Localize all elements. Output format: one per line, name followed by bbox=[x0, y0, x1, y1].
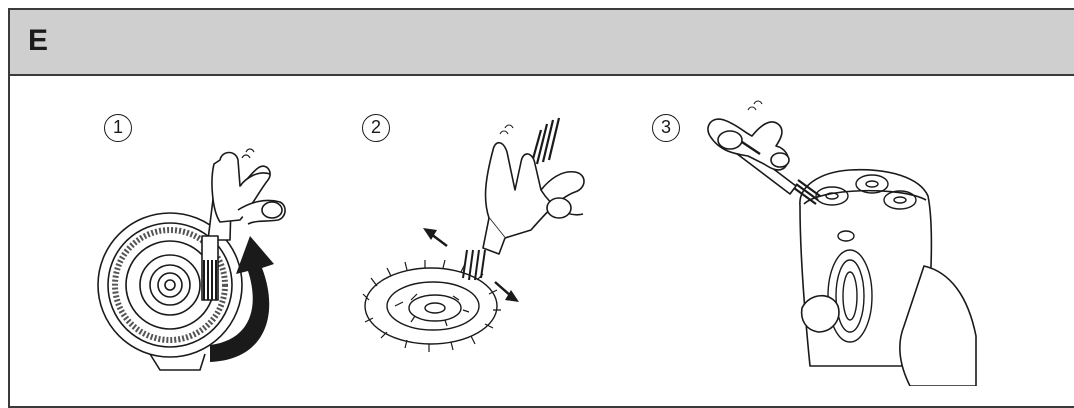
step-1-illustration bbox=[90, 140, 310, 380]
step-2-illustration bbox=[355, 110, 595, 380]
section-letter: E bbox=[28, 26, 48, 56]
step-3-number: 3 bbox=[652, 114, 680, 142]
section-header bbox=[10, 10, 1074, 76]
step-1-number: 1 bbox=[104, 114, 132, 142]
step-3-illustration bbox=[700, 96, 980, 386]
